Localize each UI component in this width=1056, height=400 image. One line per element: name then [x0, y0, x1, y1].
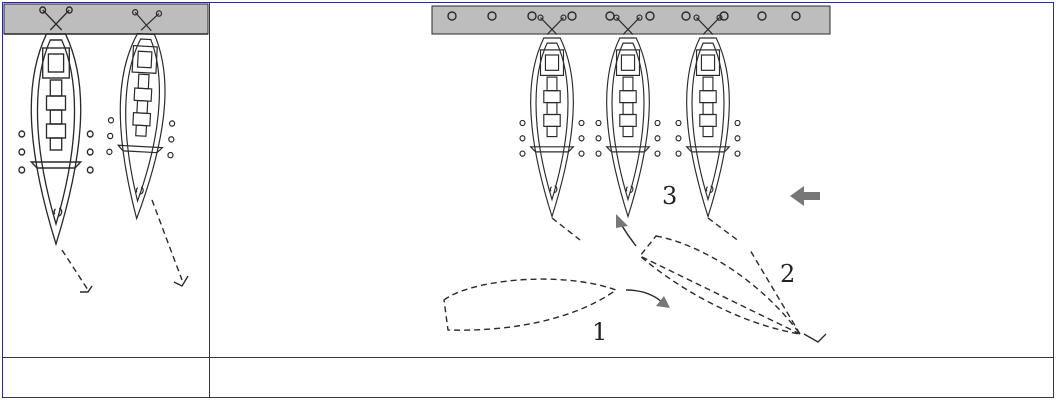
- right-anchor-line-3: [707, 217, 741, 243]
- left-caption-cell: [2, 357, 210, 398]
- left-anchor-line-1: [61, 249, 89, 291]
- right-anchor-line-1: [551, 217, 581, 241]
- left-anchor-1: [80, 285, 93, 293]
- left-anchor-2: [173, 275, 189, 287]
- left-boat-1: [18, 6, 94, 245]
- step-1-arrow: [625, 289, 665, 305]
- left-anchor-line-2: [151, 199, 183, 281]
- right-boat-1: [519, 14, 585, 218]
- right-quay: [431, 5, 831, 35]
- step-3-arrowhead-icon: [616, 214, 628, 228]
- maneuver-step-2-outline: [639, 235, 802, 335]
- left-quay: [3, 3, 209, 35]
- label-step-1: 1: [592, 318, 607, 346]
- label-step-3: 3: [662, 182, 677, 210]
- right-boat-2: [595, 14, 661, 218]
- current-arrow-icon: [790, 186, 820, 206]
- step-2-anchor-line-a: [749, 249, 801, 335]
- right-panel: [209, 2, 1054, 358]
- label-step-2: 2: [780, 260, 795, 288]
- right-boat-3: [675, 14, 741, 218]
- step-2-anchor: [803, 333, 827, 343]
- maneuver-step-1-outline: [443, 278, 618, 331]
- right-caption-cell: [209, 357, 1054, 398]
- left-boat-2: [102, 7, 181, 221]
- step-1-arrowhead-icon: [656, 296, 670, 308]
